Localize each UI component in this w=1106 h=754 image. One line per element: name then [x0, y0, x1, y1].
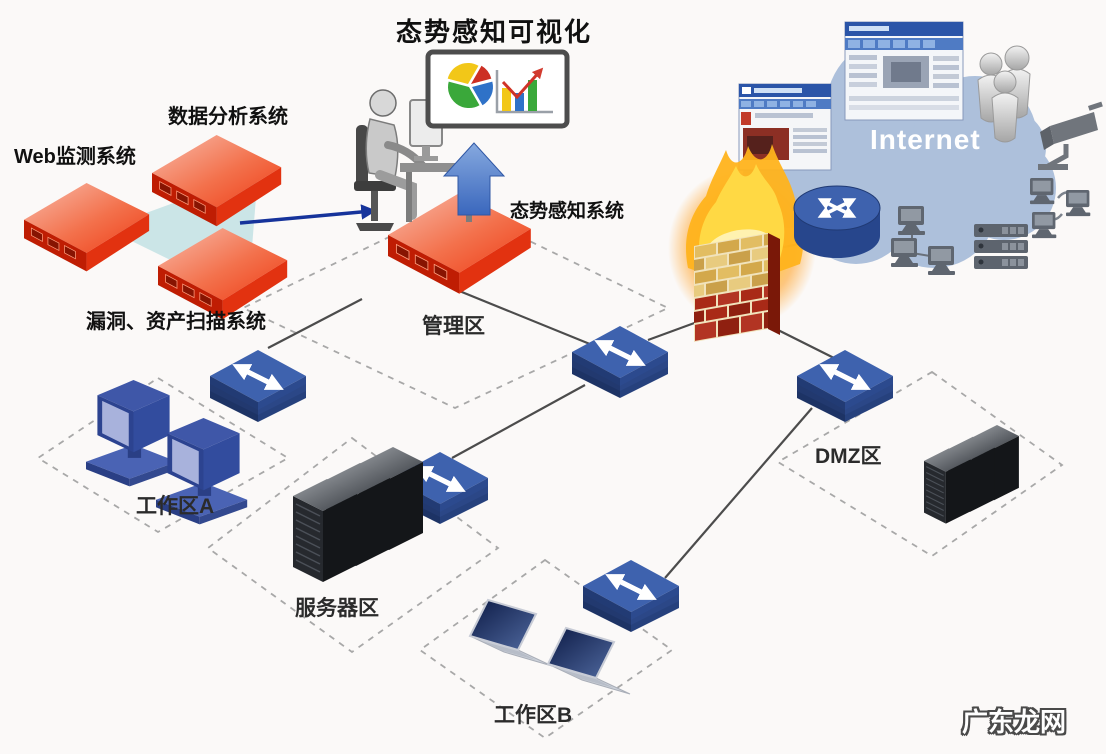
switch-icon-dmz: [797, 350, 893, 422]
firewall-icon: [668, 144, 816, 342]
flow-arrow-icon: [239, 204, 377, 225]
label-zone-management: 管理区: [422, 315, 485, 338]
label-zone-work-a: 工作区A: [136, 495, 215, 518]
user-group-icon: [977, 45, 1031, 143]
pie-chart-icon: [447, 62, 494, 109]
label-zone-dmz: DMZ区: [815, 445, 882, 468]
label-situational-system: 态势感知系统: [510, 201, 625, 222]
server-rack-icon-server-zone: [293, 447, 423, 582]
link-work-b-switch-to-dmz-switch: [664, 407, 813, 579]
link-work-a-switch: [267, 298, 363, 349]
display-icon: [425, 49, 570, 129]
zone-work-a-border: [36, 376, 290, 534]
up-arrow-icon: [442, 142, 506, 216]
server-stack-icon: [974, 224, 1028, 269]
lan-computers-icon: [891, 206, 955, 275]
label-data-analysis-system: 数据分析系统: [168, 106, 288, 128]
label-zone-server: 服务器区: [295, 597, 379, 620]
server-rack-icon-dmz: [924, 425, 1019, 524]
link-server-to-core-switch: [451, 286, 613, 355]
diagram-title: 态势感知可视化: [396, 17, 593, 47]
label-web-monitor-system: Web监测系统: [14, 146, 136, 168]
switch-icon-work-a: [210, 350, 306, 422]
label-internet: Internet: [870, 124, 981, 155]
workstation-icon-a1: [86, 380, 178, 487]
cctv-camera-icon: [1038, 101, 1103, 170]
webpage-thumbnail-icon: [844, 21, 964, 121]
router-icon: [794, 186, 880, 258]
watermark: 广东龙网: [962, 707, 1067, 737]
zone-management-border: [240, 203, 671, 409]
red-server-icon-web-monitor: [23, 182, 150, 272]
link-core-switch-to-server-switch: [451, 384, 586, 459]
bar-chart-icon: [495, 67, 553, 114]
switch-icon-work-b: [583, 560, 679, 632]
label-zone-work-b: 工作区B: [494, 704, 573, 727]
lan-computers-icon: [1030, 178, 1091, 239]
webpage-thumbnail-icon: [738, 83, 832, 171]
label-vuln-scan-system: 漏洞、资产扫描系统: [86, 311, 266, 333]
laptop-icon-b2: [547, 627, 631, 695]
analyst-figure-icon: [354, 89, 476, 231]
laptop-icon-b1: [469, 599, 553, 667]
